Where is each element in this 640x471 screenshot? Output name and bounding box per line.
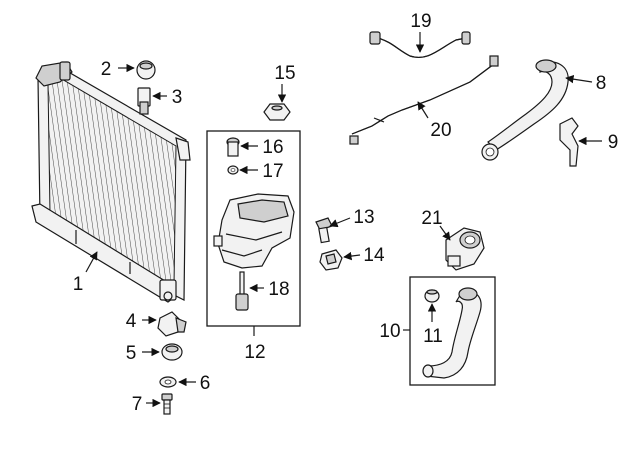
callout-4: 4: [126, 311, 137, 332]
radiator-part: [31, 61, 191, 303]
leader-14: [343, 251, 361, 261]
callout-17: 17: [262, 161, 283, 182]
callout-7: 7: [132, 394, 143, 415]
callout-5: 5: [126, 343, 137, 364]
callout-18: 18: [268, 279, 289, 300]
callout-6: 6: [200, 373, 211, 394]
leader-13: [329, 217, 351, 228]
bracket-part: [137, 87, 151, 115]
callout-20: 20: [430, 120, 451, 141]
callout-2: 2: [101, 59, 112, 80]
thermostat-housing-part: [445, 227, 485, 271]
callout-16: 16: [262, 137, 283, 158]
leader-8: [565, 74, 593, 84]
bolt-part: [161, 393, 173, 415]
flange-bolt-part: [315, 217, 333, 244]
callout-21: 21: [421, 208, 442, 229]
leader-1: [85, 251, 98, 273]
nut-part: [263, 103, 291, 121]
upper-hose-part: [481, 59, 569, 161]
callout-9: 9: [608, 132, 619, 153]
callout-13: 13: [353, 207, 374, 228]
callout-3: 3: [172, 87, 183, 108]
coolant-tube-part: [349, 55, 499, 145]
mount-part: [157, 311, 187, 337]
callout-labels: 1 2 3 4 5 6 7 8 9 10 11 12 13 14 15 16 1…: [73, 11, 619, 415]
bushing-part: [136, 60, 156, 80]
lower-hose-part: [422, 287, 482, 379]
hose-clamp-part: [424, 289, 440, 303]
callout-1: 1: [73, 274, 84, 295]
cap-part: [226, 137, 240, 157]
washer-part: [159, 376, 177, 388]
hose-kit-box: [409, 276, 496, 386]
callout-12: 12: [244, 342, 265, 363]
sensor-part: [235, 271, 249, 311]
callout-8: 8: [596, 73, 607, 94]
leader-21: [439, 225, 451, 241]
callout-10: 10: [379, 321, 400, 342]
hose-bracket-part: [559, 117, 579, 167]
reservoir-tank-part: [213, 193, 295, 269]
callout-15: 15: [274, 63, 295, 84]
callout-14: 14: [363, 245, 385, 266]
clip-part: [319, 249, 343, 271]
leader-20: [417, 101, 429, 119]
callout-11: 11: [423, 326, 443, 347]
leader-lines: [85, 32, 602, 408]
callout-19: 19: [410, 11, 431, 32]
overflow-hose-part: [369, 31, 471, 58]
seal-part: [227, 165, 239, 175]
grommet-part: [161, 343, 183, 361]
